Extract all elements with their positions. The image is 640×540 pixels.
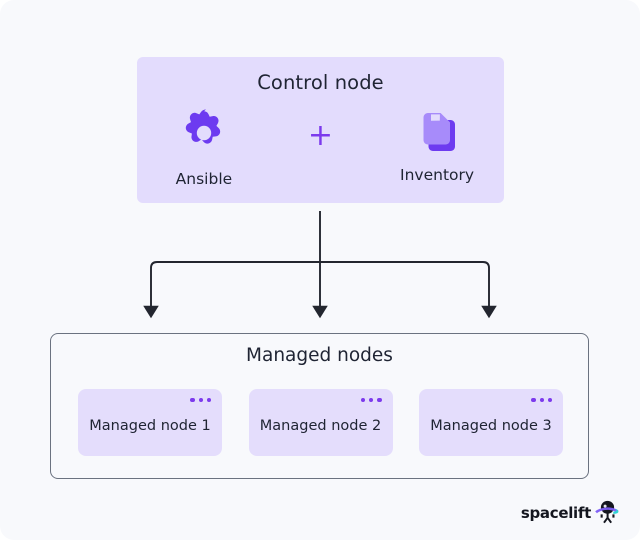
three-dots-icon[interactable] [360, 398, 382, 403]
dot [190, 398, 195, 403]
control-node-item-inventory: Inventory [377, 105, 497, 184]
managed-node-card[interactable]: Managed node 2 [248, 389, 393, 456]
documents-icon [412, 105, 462, 163]
dot [377, 398, 382, 403]
managed-node-label: Managed node 1 [89, 418, 211, 434]
control-node-item-label: Ansible [175, 170, 233, 188]
plus-icon: + [307, 118, 334, 153]
managed-nodes-list: Managed node 1 Managed node 2 Managed no… [78, 389, 563, 456]
dot [547, 398, 552, 403]
dot [369, 398, 374, 403]
dot [531, 398, 536, 403]
control-node-items: Ansible + Inventory [137, 105, 504, 188]
control-node-item-label: Inventory [400, 166, 475, 184]
managed-nodes-title: Managed nodes [246, 345, 393, 366]
dot [198, 398, 203, 403]
control-node-panel: Control node Ansible + [137, 57, 504, 203]
managed-node-label: Managed node 3 [430, 418, 552, 434]
managed-node-card[interactable]: Managed node 3 [419, 389, 563, 456]
control-node-title: Control node [257, 71, 384, 94]
managed-nodes-panel: Managed nodes Managed node 1 Managed nod… [50, 333, 589, 479]
dot [360, 398, 366, 403]
dot [539, 398, 544, 403]
spacelift-astronaut-icon [592, 498, 622, 528]
managed-node-label: Managed node 2 [259, 418, 382, 434]
managed-node-card[interactable]: Managed node 1 [78, 389, 222, 456]
three-dots-icon[interactable] [531, 398, 552, 403]
spacelift-wordmark: spacelift [520, 504, 591, 522]
gear-icon [177, 105, 231, 163]
spacelift-logo: spacelift [521, 498, 622, 528]
control-node-item-ansible: Ansible [144, 105, 264, 188]
dot [206, 398, 211, 403]
three-dots-icon[interactable] [190, 398, 211, 403]
